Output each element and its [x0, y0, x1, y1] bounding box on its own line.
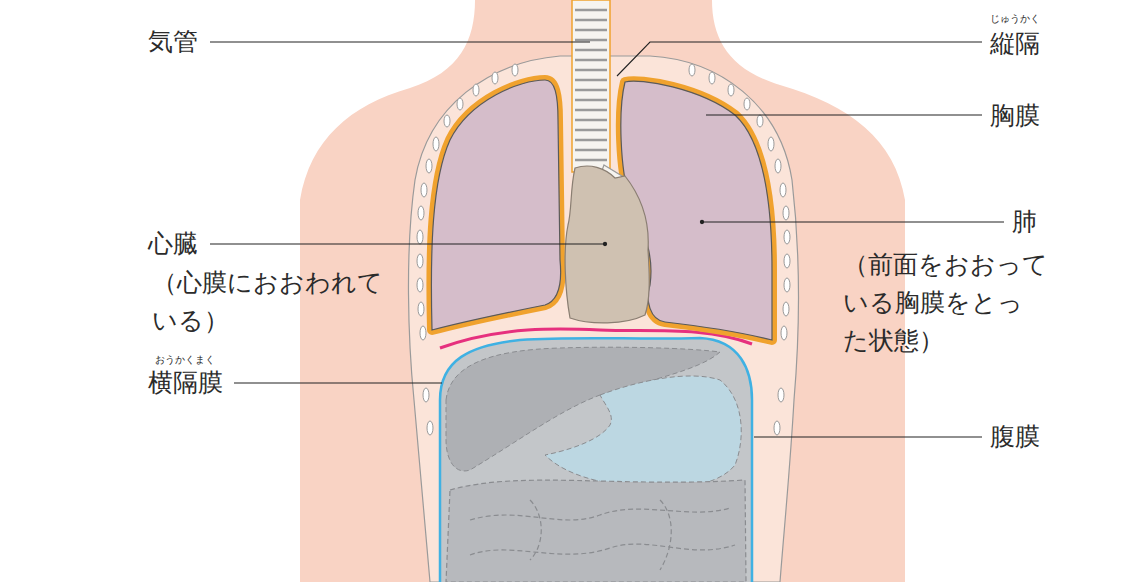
trachea-ring	[575, 69, 607, 72]
trachea-ring	[575, 79, 607, 82]
rib	[418, 206, 424, 220]
rib	[709, 72, 715, 84]
trachea-rings	[575, 10, 607, 160]
part-label: 気管	[148, 26, 198, 59]
part-label: 腹膜	[990, 421, 1040, 454]
rib	[426, 159, 432, 173]
rib	[417, 278, 423, 292]
body-silhouette	[300, 0, 905, 582]
rib	[473, 84, 479, 96]
trachea-ring	[575, 19, 607, 22]
trachea-ring	[575, 39, 607, 42]
leader-line	[754, 436, 982, 437]
trachea-ring	[575, 99, 607, 102]
rib	[757, 115, 763, 127]
rib	[417, 230, 423, 244]
rib	[774, 421, 780, 435]
rib	[421, 183, 427, 197]
leader-dot	[700, 220, 703, 223]
stomach	[545, 376, 741, 489]
rib	[417, 254, 423, 268]
leader-line	[617, 42, 982, 76]
abdomen	[440, 338, 752, 582]
rib	[780, 183, 786, 197]
furigana: じゅうかく	[985, 12, 1045, 25]
leader-line	[702, 221, 1004, 222]
part-label: 縦隔	[990, 28, 1040, 61]
rib	[433, 137, 439, 151]
rib	[492, 72, 498, 84]
rib	[423, 388, 429, 402]
leader-line	[706, 114, 982, 115]
rib	[781, 326, 787, 340]
rib	[689, 64, 695, 76]
intestine	[470, 544, 735, 555]
rib	[420, 326, 426, 340]
trachea-ring	[575, 139, 607, 142]
rib	[512, 64, 518, 76]
leader-dot	[603, 242, 606, 245]
trachea-ring	[575, 159, 607, 162]
rib	[783, 302, 789, 316]
trachea-ring	[575, 129, 607, 132]
rib	[775, 159, 781, 173]
rib	[783, 206, 789, 220]
part-label: 胸膜	[990, 100, 1040, 133]
part-label: 横隔膜	[148, 367, 223, 400]
leader-line	[234, 382, 442, 383]
trachea-ring	[575, 49, 607, 52]
rib	[784, 230, 790, 244]
rib	[768, 137, 774, 151]
lung	[431, 80, 560, 330]
intestine	[660, 500, 671, 570]
intestine	[446, 480, 746, 582]
intestine	[470, 508, 730, 520]
trachea-ring	[575, 59, 607, 62]
trachea-ring	[575, 29, 607, 32]
note-text: （心膜におおわれて いる）	[152, 264, 414, 340]
rib	[778, 388, 784, 402]
rib	[784, 278, 790, 292]
note-text: （前面をおおって いる胸膜をとっ た状態）	[843, 246, 1075, 360]
rib	[457, 98, 463, 110]
pleura	[431, 80, 560, 330]
trachea-ring	[575, 109, 607, 112]
trachea-ring	[575, 89, 607, 92]
rib	[444, 115, 450, 127]
leader-lines	[210, 42, 1004, 437]
rib	[744, 98, 750, 110]
intestines	[446, 480, 746, 582]
intestine	[530, 500, 541, 560]
furigana: おうかくまく	[140, 353, 230, 366]
trachea-ring	[575, 119, 607, 122]
part-label: 肺	[1012, 206, 1037, 239]
peritoneum	[440, 338, 752, 582]
rib	[418, 302, 424, 316]
trachea	[572, 0, 610, 172]
trachea-ring	[575, 9, 607, 12]
rib	[427, 421, 433, 435]
leader-line	[210, 41, 590, 42]
rib	[728, 84, 734, 96]
trachea-ring	[575, 149, 607, 152]
part-label: 心臓	[148, 228, 198, 261]
leader-line	[210, 243, 605, 244]
rib	[784, 254, 790, 268]
